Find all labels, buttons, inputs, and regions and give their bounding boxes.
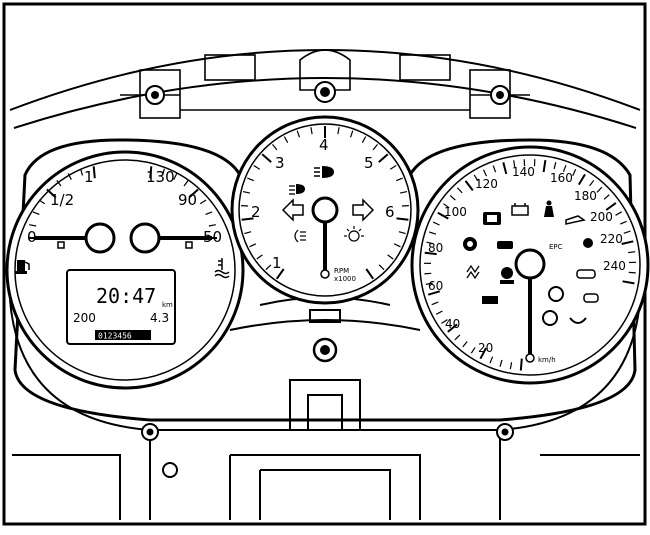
fuel-label-full: 1 xyxy=(84,168,94,186)
airbag-icon xyxy=(463,237,477,251)
small-unit-readout: km xyxy=(162,301,173,309)
tach-label-3: 3 xyxy=(275,154,285,172)
speed-label-60: 60 xyxy=(428,279,443,293)
headlight-icon xyxy=(314,166,334,178)
speed-label-40: 40 xyxy=(445,317,460,331)
temp-label-high: 130 xyxy=(146,168,175,186)
speed-label-240: 240 xyxy=(603,259,626,273)
tach-unit-line2: x1000 xyxy=(334,275,356,283)
brake-icon xyxy=(583,238,593,248)
speed-label-220: 220 xyxy=(600,232,623,246)
speed-label-160: 160 xyxy=(550,171,573,185)
tick-mark xyxy=(424,273,431,274)
speedometer-hub xyxy=(516,250,544,278)
temp-needle-hub xyxy=(131,224,159,252)
speed-label-20: 20 xyxy=(478,341,493,355)
clock-readout: 20:47 xyxy=(96,284,156,308)
temp-label-low: 50 xyxy=(203,228,222,246)
tick-mark xyxy=(521,359,522,371)
epc-label: EPC xyxy=(549,243,563,251)
speed-label-120: 120 xyxy=(475,177,498,191)
fuel-needle-hub xyxy=(86,224,114,252)
fuel-label-empty: 0 xyxy=(27,228,37,246)
speed-label-100: 100 xyxy=(444,205,467,219)
speed-unit: km/h xyxy=(538,356,556,364)
tach-label-1: 1 xyxy=(272,254,282,272)
trip-readout: 200 xyxy=(73,311,96,325)
engine-check-icon xyxy=(483,212,501,225)
speed-label-80: 80 xyxy=(428,241,443,255)
tick-mark xyxy=(629,272,636,273)
value-readout: 4.3 xyxy=(150,311,169,325)
tick-mark xyxy=(397,218,409,219)
speed-label-200: 200 xyxy=(590,210,613,224)
tire-pressure-icon xyxy=(500,267,514,284)
tach-label-5: 5 xyxy=(364,154,374,172)
tach-label-4: 4 xyxy=(319,136,329,154)
left-gauge: 0 1/2 1 130 90 50 20:47 200 4.3 km 01234… xyxy=(7,152,243,388)
fuel-label-half: 1/2 xyxy=(50,191,74,209)
temp-label-mid: 90 xyxy=(178,191,197,209)
reset-knob-center xyxy=(320,345,330,355)
tachometer-hub xyxy=(313,198,337,222)
lower-center xyxy=(230,298,420,431)
tach-label-2: 2 xyxy=(251,203,261,221)
abs-icon xyxy=(497,241,513,249)
tach-label-6: 6 xyxy=(385,203,395,221)
speed-label-140: 140 xyxy=(512,165,535,179)
tach-unit-line1: RPM xyxy=(334,267,349,275)
speedometer: 20 40 60 80 100 120 140 160 180 200 220 … xyxy=(412,147,648,383)
tick-mark xyxy=(94,166,95,178)
odometer-readout: 0123456 xyxy=(98,332,132,341)
speed-label-180: 180 xyxy=(574,189,597,203)
tachometer: 1 2 3 4 5 6 xyxy=(232,117,418,303)
